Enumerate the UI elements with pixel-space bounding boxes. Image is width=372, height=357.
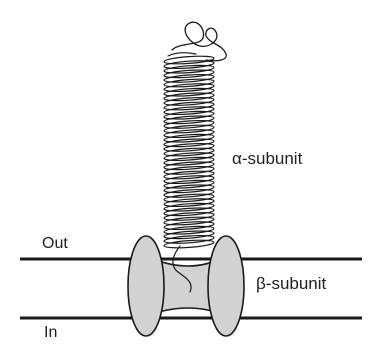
beta-subunit-label: β-subunit	[256, 275, 326, 292]
beta-subunit-right-disc	[208, 236, 244, 336]
beta-subunit-left-disc	[128, 236, 164, 336]
alpha-subunit-top-strand	[168, 53, 196, 56]
alpha-subunit-helix	[164, 55, 214, 249]
membrane-out-label: Out	[42, 236, 68, 252]
membrane-in-label: In	[44, 325, 57, 341]
alpha-subunit-top-loop	[172, 22, 226, 61]
helix-turn	[164, 239, 214, 249]
alpha-subunit-label: α-subunit	[232, 150, 302, 167]
